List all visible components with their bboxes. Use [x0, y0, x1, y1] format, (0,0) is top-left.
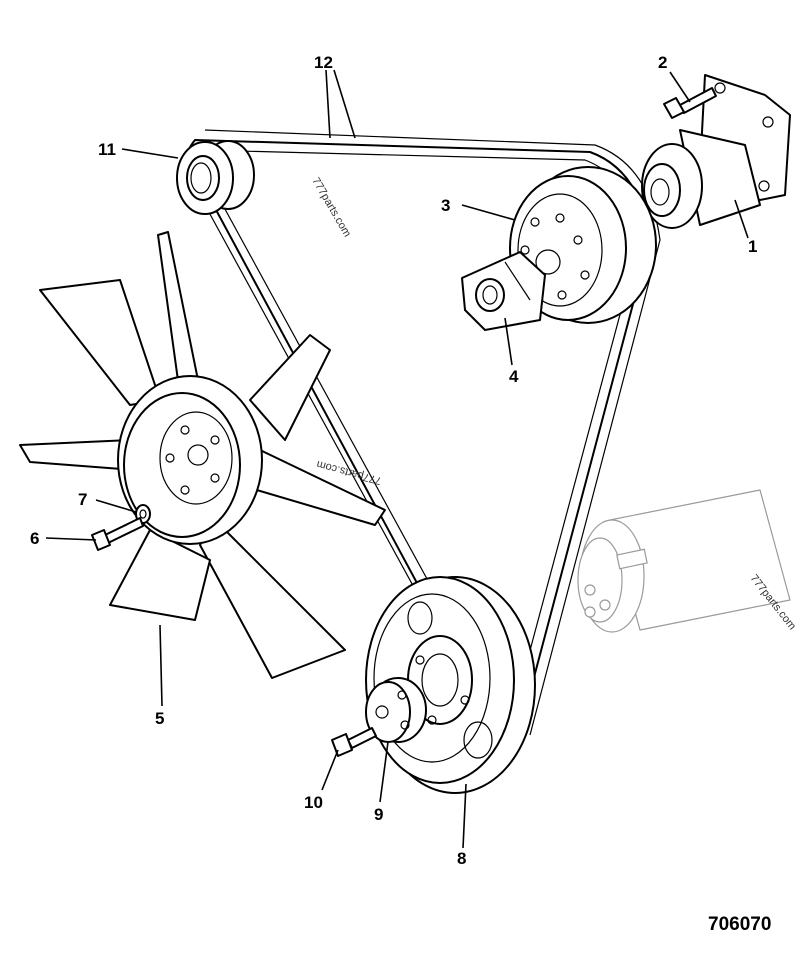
callout-12: 12	[314, 53, 333, 72]
callout-2: 2	[658, 53, 667, 72]
cooling-fan	[19, 231, 386, 679]
water-pump-pulley	[509, 166, 657, 324]
callout-3: 3	[441, 196, 450, 215]
callout-6: 6	[30, 529, 39, 548]
leader-lines	[45, 69, 749, 849]
fan-bolt	[91, 517, 144, 551]
callout-7: 7	[78, 490, 87, 509]
callout-8: 8	[457, 849, 466, 868]
pulley-hub	[365, 677, 427, 743]
callout-1: 1	[748, 237, 757, 256]
callout-5: 5	[155, 709, 164, 728]
figure-number: 706070	[708, 914, 771, 935]
callout-9: 9	[374, 805, 383, 824]
idler-pulley	[176, 140, 255, 215]
pulley-spacer	[461, 251, 546, 331]
hub-bolt	[331, 727, 377, 757]
callout-10: 10	[304, 793, 323, 812]
bracket-bolt	[663, 87, 717, 119]
callout-4: 4	[509, 367, 519, 386]
mounting-bracket	[641, 74, 791, 229]
engine-shaft-ghost	[577, 489, 791, 633]
callout-11: 11	[98, 140, 116, 159]
crankshaft-pulley	[365, 576, 536, 794]
